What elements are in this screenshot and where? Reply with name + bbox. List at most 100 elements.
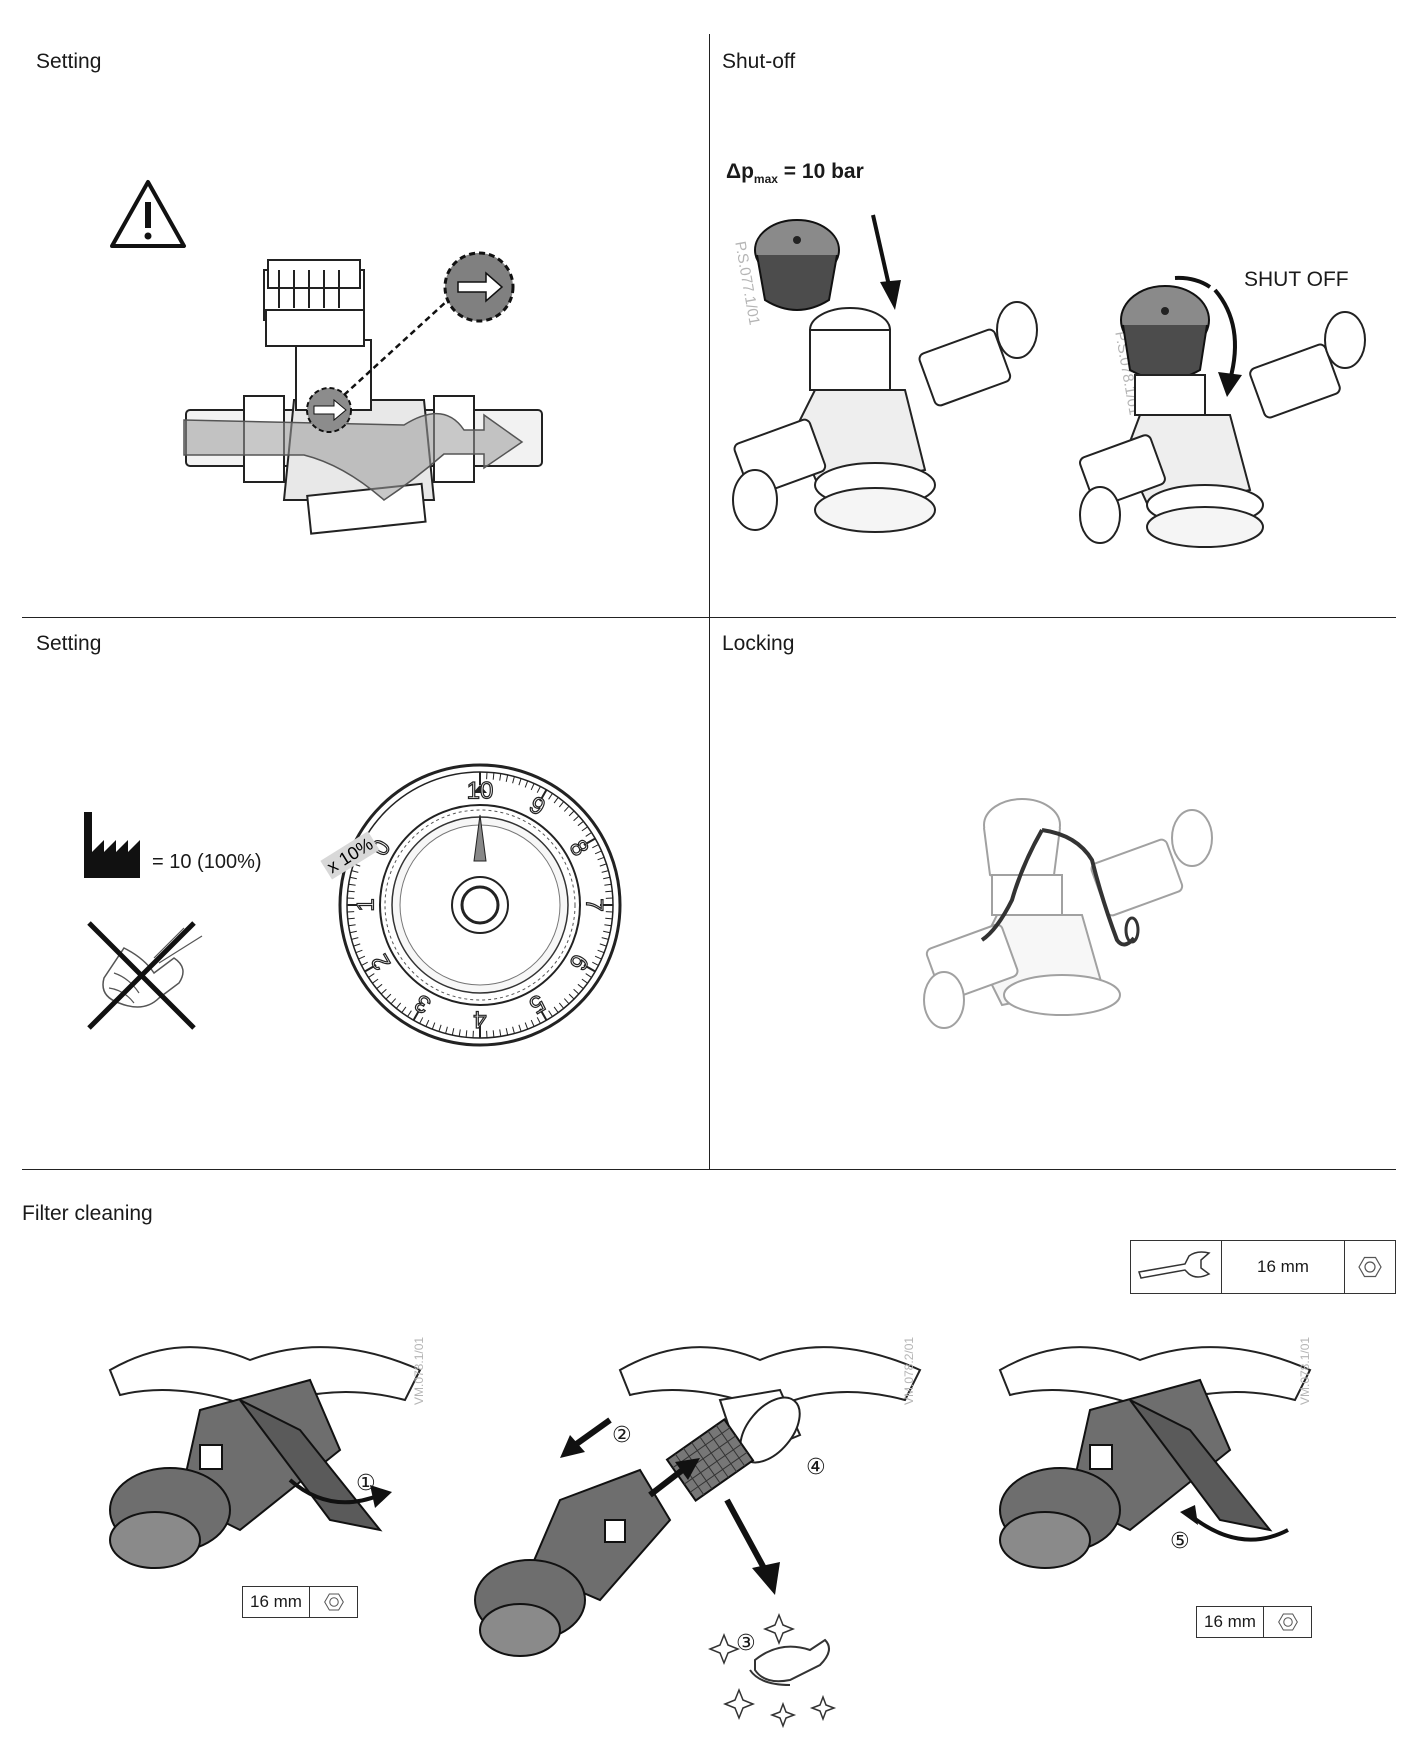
dial-tick [407, 1010, 412, 1017]
dial-tick [348, 924, 356, 927]
dial-tick [583, 964, 596, 973]
step-1-marker: ① [356, 1470, 376, 1495]
wrench-size-box-1-text: 16 mm [243, 1587, 310, 1617]
dial-tick [594, 850, 602, 855]
dial-tick [604, 883, 612, 886]
dial-number: 7 [581, 898, 608, 911]
dial-tick [353, 943, 361, 947]
dial-tick [412, 1008, 421, 1021]
dial-tick [594, 955, 602, 960]
section-title-locking: Locking [722, 632, 795, 655]
dial-tick [380, 988, 387, 995]
dial-tick [573, 988, 580, 995]
hex-cell-2 [1264, 1607, 1311, 1637]
factory-icon [84, 812, 140, 878]
wrench-size-box-2-text: 16 mm [1197, 1607, 1264, 1637]
hex-nut-icon [1277, 1613, 1298, 1631]
dial-tick [355, 949, 363, 954]
dial-tick [599, 863, 607, 867]
dial-tick [539, 789, 548, 802]
dial-tick [558, 801, 565, 808]
dial-tick [390, 998, 397, 1005]
dial-tick [518, 1024, 522, 1032]
dial-number: 1 [353, 898, 380, 911]
dial-tick [348, 883, 356, 886]
dial-tick [548, 1010, 553, 1017]
dial-tick [524, 1022, 529, 1030]
divider-horizontal-2 [22, 1169, 1396, 1170]
divider-horizontal-1 [22, 617, 1396, 618]
dial-tick [351, 937, 359, 940]
dial-tick [577, 983, 584, 990]
dial-tick [536, 786, 541, 793]
dial-tick [597, 856, 605, 861]
dial-tick [492, 772, 495, 780]
filter-illustration-step-2-4 [474, 1346, 922, 1729]
dial-tick [431, 1022, 436, 1030]
dial-tick [499, 1029, 502, 1037]
dp-value: = 10 bar [783, 160, 864, 183]
dial-tick [368, 973, 375, 978]
dial-tick [597, 949, 605, 954]
step-3-marker: ③ [736, 1630, 756, 1655]
dial-tick [451, 1028, 455, 1036]
section-title-shutoff: Shut-off [722, 50, 796, 73]
dial-number: 4 [473, 1006, 486, 1033]
dial-tick [599, 943, 607, 947]
dial-tick [583, 837, 596, 846]
no-tool-adjust-icon [87, 921, 203, 1030]
dial-tick [364, 964, 377, 973]
dial-tick [445, 1026, 448, 1034]
dial-tick [505, 774, 509, 782]
dp-symbol: Δp [726, 160, 754, 183]
step-5-marker: ⑤ [1170, 1528, 1190, 1553]
hex-nut-icon [1358, 1256, 1382, 1278]
dial-tick [592, 961, 599, 966]
dial-tick [553, 797, 559, 804]
dial-tick [458, 1029, 461, 1037]
dial-tick [536, 1017, 541, 1024]
dial-tick [349, 930, 357, 934]
wrench-size-box-1: 16 mm [242, 1586, 358, 1618]
dial-tick [401, 1006, 407, 1013]
drawing-code-filter-3: VM.078.1/01 [1298, 1336, 1312, 1405]
dial-tick [548, 793, 553, 800]
dial-tick [347, 890, 355, 893]
max-pressure-label: Δpmax = 10 bar [726, 160, 864, 186]
section-title-setting-dial: Setting [36, 632, 102, 655]
dial-tick [376, 983, 383, 990]
section-title-setting-top: Setting [36, 50, 102, 73]
dial-tick [385, 993, 392, 1000]
tool-size-table: 16 mm [1130, 1240, 1396, 1294]
dial-tick [605, 890, 613, 893]
dial-tick [581, 978, 588, 984]
dial-tick [530, 783, 535, 791]
dial-tick [603, 876, 611, 880]
dial-tick [465, 1030, 468, 1038]
dial-tick [568, 993, 575, 1000]
dial-tick [512, 1026, 515, 1034]
dial-tick [530, 1019, 535, 1027]
wrench-icon [1138, 1251, 1211, 1279]
dial-tick [419, 1017, 424, 1024]
dial-tick [563, 998, 570, 1005]
dial-tick [518, 778, 522, 786]
dial-tick [395, 1002, 402, 1009]
wrench-cell [1131, 1241, 1222, 1293]
divider-vertical-top [709, 34, 710, 1170]
dial-tick [592, 844, 599, 849]
section-title-filter: Filter cleaning [22, 1202, 153, 1225]
valve-illustration-locking [923, 798, 1213, 1029]
warning-icon [110, 180, 186, 248]
dial-tick [358, 955, 366, 960]
dial-tick [512, 776, 515, 784]
dial-tick [581, 826, 588, 832]
valve-illustration-setting [183, 259, 543, 535]
dial-tick [425, 1019, 430, 1027]
shut-off-label: SHUT OFF [1244, 268, 1349, 291]
step-2-marker: ② [612, 1422, 632, 1447]
dial-tick [601, 937, 609, 940]
hex-nut-icon [323, 1593, 344, 1611]
filter-illustration-step-5 [998, 1346, 1312, 1569]
